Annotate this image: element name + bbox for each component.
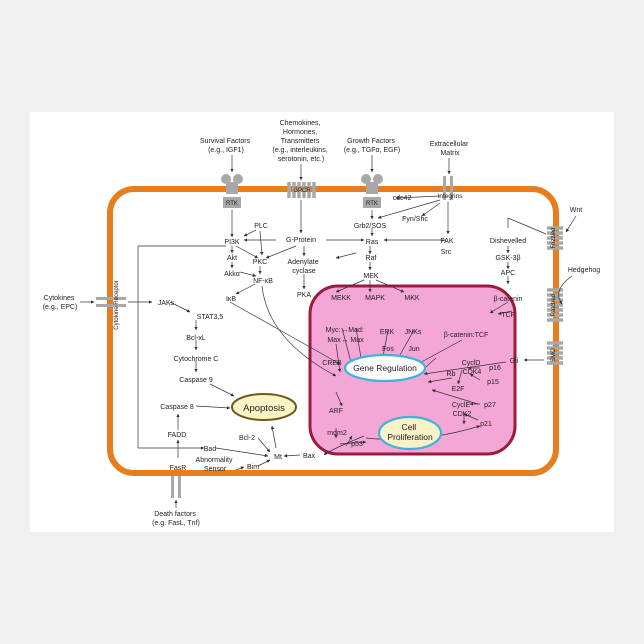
receptor-fasr: FasR	[170, 465, 187, 498]
node-g-protein: G-Protein	[286, 237, 316, 244]
node-raf: Raf	[366, 255, 377, 262]
cell-proliferation-oval: Cell Proliferation	[377, 415, 443, 451]
node-fadd: FADD	[168, 432, 187, 439]
node-ras: Ras	[366, 239, 379, 246]
node-arf: ARF	[329, 408, 343, 415]
node-labels: cdc42 Fyn/Shc PLC G-Protein Grb2/SOS PI3…	[158, 195, 526, 473]
apoptosis-oval: Apoptosis	[231, 393, 297, 421]
node-nfkb: NF-κB	[253, 278, 273, 285]
node-src: Src	[441, 249, 452, 256]
node-myc-max: Myc: Max	[326, 327, 343, 344]
node-mad-max: Mad: Max	[348, 327, 366, 344]
node-akt: Akt	[227, 255, 237, 262]
node-jnk-jun: JNKs Jun	[405, 329, 424, 353]
node-bad: Bad	[204, 446, 217, 453]
receptor-gpcr: GPCR	[287, 182, 316, 198]
frizzled-label: Frizzled	[551, 227, 557, 248]
gene-regulation-label: Gene Regulation	[353, 363, 417, 373]
node-bcatenin: β-catenin	[494, 296, 523, 303]
node-p53: p53	[351, 441, 363, 448]
node-stat35: STAT3,5	[197, 314, 224, 321]
node-caspase9: Caspase 9	[179, 377, 213, 384]
death-factors-label: Death factors (e.g. FasL, Tnf)	[152, 511, 200, 527]
node-mdm2: mdm2	[327, 430, 347, 437]
node-bcl2: Bcl-2	[239, 435, 255, 442]
node-bim: Bim	[247, 464, 259, 471]
max-max-arrows: ↔	[342, 337, 349, 344]
nucleus-node-labels: MEKK MAPK MKK Myc: Max ↔ ↔ Mad: Max ERK …	[322, 295, 518, 448]
node-mt: Mt	[274, 454, 282, 461]
node-caspase8: Caspase 8	[160, 404, 194, 411]
node-bcatenin-tcf: β-catenin:TCF	[444, 332, 488, 339]
node-creb: CREB	[322, 360, 342, 367]
node-gli: Gli	[510, 358, 519, 365]
node-fyn-shc: Fyn/Shc	[402, 216, 428, 223]
node-cyclin-d-cdk4: CyclD CDK4	[462, 360, 483, 376]
node-ikb: IκB	[226, 296, 236, 303]
rtk-2-label: RTK	[366, 201, 378, 207]
apoptosis-label: Apoptosis	[243, 403, 285, 414]
receptor-frizzled: Frizzled	[547, 226, 563, 250]
rtk-1-label: RTK	[226, 201, 238, 207]
integrins-label: Integrins	[438, 193, 464, 200]
node-adenylate-cyclase: Adenylate cyclase	[287, 259, 320, 275]
receptor-patched: Patched	[547, 288, 563, 322]
node-bax: Bax	[303, 453, 316, 460]
node-tcf: TCF	[501, 312, 515, 319]
node-dishevelled: Dishevelled	[490, 238, 526, 245]
fasr-label: FasR	[170, 465, 187, 472]
smo-label: SMO	[551, 348, 557, 362]
node-p16: p16	[489, 365, 501, 372]
node-cytochrome-c: Cytochrome C	[174, 356, 219, 363]
receptor-cytokine: Cytokine Receptor	[96, 280, 126, 330]
node-mapk: MAPK	[365, 295, 385, 302]
node-apc: APC	[501, 270, 515, 277]
node-gsk3b: GSK-3β	[495, 255, 520, 262]
node-pkc: PKC	[253, 259, 267, 266]
node-p27: p27	[484, 402, 496, 409]
node-grb2-sos: Grb2/SOS	[354, 223, 387, 230]
node-akka: Akkα	[224, 271, 240, 278]
node-mkk: MKK	[404, 295, 420, 302]
node-p15: p15	[487, 379, 499, 386]
extracellular-matrix-label: Extracellular Matrix	[430, 141, 470, 157]
receptor-integrins: Integrins	[438, 176, 464, 200]
wnt-label: Wnt	[570, 207, 583, 214]
cell-proliferation-label: Cell Proliferation	[387, 422, 433, 442]
receptor-rtk-1: RTK	[221, 174, 243, 208]
patched-label: Patched	[551, 294, 557, 316]
cytokines-label: Cytokines (e.g., EPC)	[43, 295, 78, 311]
node-cycle-cdk2: CyclE CDK2	[452, 402, 472, 418]
node-e2f: E2F	[452, 386, 465, 393]
receptor-rtk-2: RTK	[361, 174, 383, 208]
node-pka: PKA	[297, 292, 311, 299]
node-fak: FAK	[440, 238, 454, 245]
growth-factors-label: Growth Factors (e.g., TGFα, EGF)	[344, 138, 400, 154]
survival-factors-label: Survival Factors (e.g., IGF1)	[200, 138, 252, 154]
node-mekk: MEKK	[331, 295, 351, 302]
pathway-arrows	[80, 155, 577, 508]
node-rb: Rb	[447, 371, 456, 378]
hedgehog-label: Hedgehog	[568, 267, 600, 274]
gpcr-label: GPCR	[293, 188, 311, 194]
cytokine-receptor-label: Cytokine Receptor	[114, 280, 120, 329]
node-erk-fos: ERK Fos	[380, 329, 396, 353]
gene-regulation-oval: Gene Regulation	[343, 353, 427, 383]
node-bclxl: Bcl-xL	[186, 335, 206, 342]
node-plc: PLC	[254, 223, 268, 230]
node-abnormality-sensor: Abnormality Sensor	[196, 457, 235, 473]
node-pi3k: PI3K	[224, 239, 240, 246]
myc-mad-arrows: ↔	[342, 327, 349, 334]
chemokines-label: Chemokines, Hormones, Transmitters (e.g.…	[272, 120, 329, 163]
receptor-smo: SMO	[547, 341, 563, 365]
node-p21: p21	[480, 421, 492, 428]
node-mek: MEK	[363, 273, 379, 280]
node-cdc42: cdc42	[393, 195, 412, 202]
node-jaks: JAKs	[158, 300, 175, 307]
